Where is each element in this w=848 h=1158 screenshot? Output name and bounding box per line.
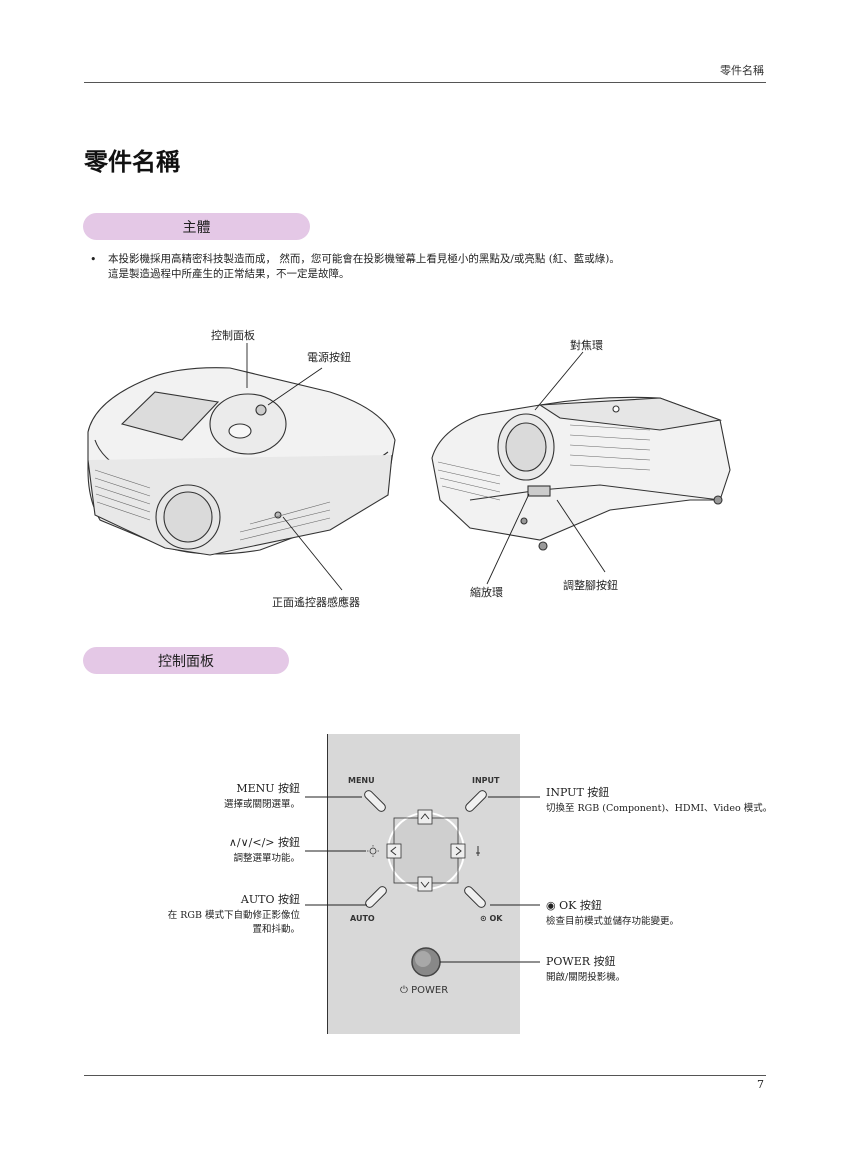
down-arrow-box [417,876,433,892]
brightness-icon [369,847,377,855]
callout-menu: MENU 按鈕 選擇或關閉選單。 [224,780,300,810]
label-front-ir-sensor: 正面遙控器感應器 [272,596,360,609]
input-button [465,790,487,812]
brightness-icon-rays [367,845,379,857]
left-arrow-icon [390,846,397,856]
callout-ok-title: ◉ OK 按鈕 [546,899,602,912]
callout-menu-desc: 選擇或關閉選單。 [223,799,300,810]
header-rule [84,82,766,83]
label-focus-ring: 對焦環 [570,339,603,352]
menu-button-label: MENU [348,776,375,785]
callout-auto: AUTO 按鈕 在 RGB 模式下自動修正影像位 置和抖動。 [168,891,300,935]
header-section-label: 零件名稱 [720,64,764,77]
page-title: 零件名稱 [84,148,180,176]
label-control-panel: 控制面板 [211,329,255,342]
up-arrow-box [417,809,433,825]
note-text: 本投影機採用高精密科技製造而成， 然而，您可能會在投影機螢幕上看見極小的黑點及/… [108,252,620,282]
section-heading-control-panel: 控制面板 [83,647,289,674]
bullet-marker: • [90,253,97,266]
callout-input-title: INPUT 按鈕 [546,786,610,799]
projector-leader-lines [246,343,606,591]
callout-ok: ◉ OK 按鈕 檢查目前模式並儲存功能變更。 [546,897,679,927]
power-button-highlight [415,951,431,967]
callout-input-desc: 切換至 RGB (Component)、HDMI、Video 模式。 [546,803,773,814]
label-adjust-foot-button: 調整腳按鈕 [563,579,618,592]
section-heading-label: 主體 [182,219,211,236]
section-heading-main-body: 主體 [83,213,310,240]
footer-rule [84,1075,766,1076]
callout-menu-title: MENU 按鈕 [236,782,300,795]
note-line-2: 這是製造過程中所產生的正常結果，不一定是故障。 [108,268,350,280]
callout-arrows: ∧/∨/</> 按鈕 調整選單功能。 [229,834,300,864]
callout-auto-title: AUTO 按鈕 [240,893,300,906]
section-heading-label: 控制面板 [158,653,214,670]
power-button-label: ⏻ POWER [400,985,449,996]
ok-button-label: ⊙ OK [480,914,503,923]
panel-leader-lines [305,796,540,963]
label-zoom-ring: 縮放環 [470,586,503,599]
right-arrow-box [450,843,466,859]
callout-arrows-title: ∧/∨/</> 按鈕 [228,836,300,849]
note-line-1: 本投影機採用高精密科技製造而成， 然而，您可能會在投影機螢幕上看見極小的黑點及/… [108,253,620,265]
temperature-icon [476,846,480,856]
callout-auto-desc-1: 在 RGB 模式下自動修正影像位 [167,910,300,921]
up-arrow-icon [420,813,430,820]
input-button-label: INPUT [472,776,500,785]
callout-ok-desc: 檢查目前模式並儲存功能變更。 [546,916,680,927]
page-number: 7 [757,1078,764,1091]
projector-underside-view [431,396,731,551]
callout-power-title: POWER 按鈕 [546,955,616,968]
right-arrow-icon [455,846,462,856]
label-power-button: 電源按鈕 [307,351,351,364]
callout-arrows-desc: 調整選單功能。 [233,853,300,864]
projector-front-view [87,367,396,556]
callout-input: INPUT 按鈕 切換至 RGB (Component)、HDMI、Video … [546,784,772,814]
ok-button [464,886,486,908]
control-panel-edge [327,734,328,1034]
callout-auto-desc-2: 置和抖動。 [252,924,300,935]
menu-button [364,790,386,812]
down-arrow-icon [420,881,430,888]
callout-power-desc: 開啟/關閉投影機。 [546,972,626,983]
auto-button-label: AUTO [350,914,375,923]
auto-button [365,886,387,908]
callout-power: POWER 按鈕 開啟/關閉投影機。 [546,953,625,983]
left-arrow-box [386,843,402,859]
